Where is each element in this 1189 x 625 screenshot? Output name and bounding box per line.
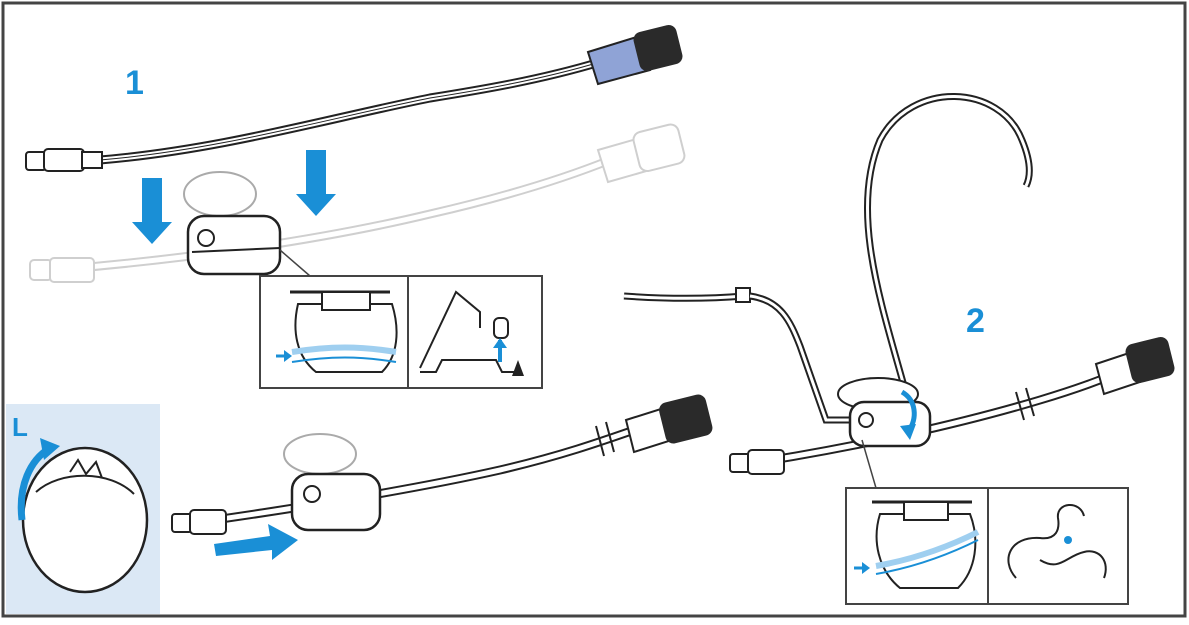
side-label-left: L [12, 412, 28, 442]
arrow-curve-icon-step2 [900, 389, 917, 440]
mic-head-top [586, 24, 683, 86]
clip-icon-bottom [283, 433, 382, 532]
head-icon [21, 446, 149, 594]
mic-cable-step2 [759, 367, 1122, 467]
mic-head-bottom [624, 394, 713, 454]
connector-icon-bottom [171, 509, 227, 535]
headset-cable [623, 287, 860, 424]
connector-icon-step2 [729, 449, 785, 475]
arrow-down-icon-right [296, 150, 336, 216]
rotate-arrow-icon [17, 438, 60, 521]
arrow-right-icon [214, 524, 298, 560]
arrow-down-icon-left [132, 178, 172, 244]
step-label-1: 1 [125, 64, 144, 102]
mic-cable-top [99, 57, 602, 165]
mic-head-step2 [1094, 336, 1175, 396]
clip-icon-step1 [183, 171, 282, 276]
ear-hook [863, 93, 1033, 387]
detail-inset-step1 [259, 249, 543, 389]
detail-inset-step2 [845, 439, 1129, 605]
mic-cable-ghost [29, 123, 686, 283]
connector-icon-top [25, 148, 103, 172]
mic-cable-bottom [199, 421, 642, 527]
step-label-2: 2 [966, 302, 985, 340]
